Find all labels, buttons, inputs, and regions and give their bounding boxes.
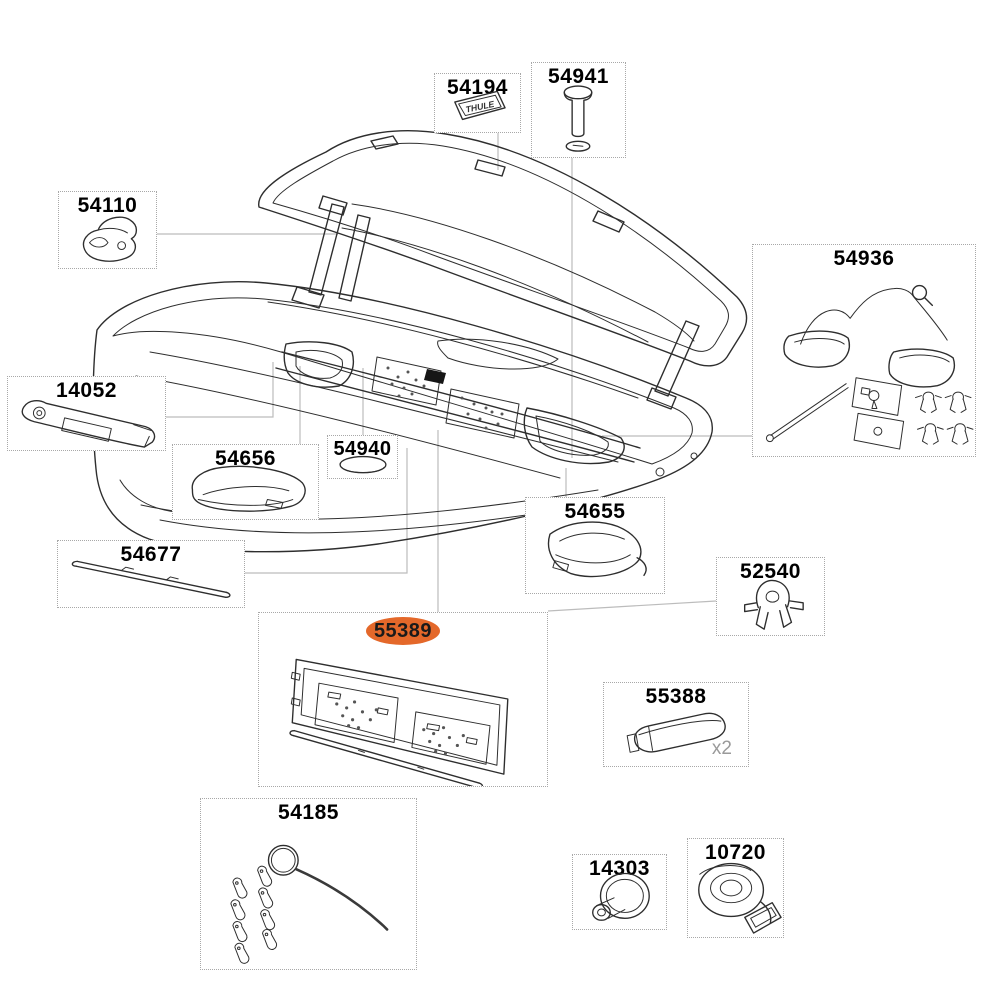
part-54185-drawing: [230, 844, 389, 964]
part-54655-drawing: [547, 521, 647, 578]
part-box-55388[interactable]: 55388 x2: [603, 682, 749, 767]
leader-lines: [157, 131, 752, 612]
part-number-label: 10720: [705, 841, 766, 864]
part-number-label: 54941: [548, 65, 609, 88]
part-box-14303[interactable]: 14303: [572, 854, 667, 930]
part-box-54936[interactable]: 54936: [752, 244, 976, 457]
part-number-label: 54655: [564, 500, 626, 523]
part-number-label: 54940: [333, 438, 392, 460]
part-55388-drawing: [626, 712, 726, 753]
part-number-label-highlighted: 55389: [366, 617, 440, 645]
part-54941-drawing: [563, 85, 593, 152]
part-box-14052[interactable]: 14052: [7, 376, 166, 451]
part-54656-drawing: [191, 465, 306, 512]
part-54940-drawing: [339, 455, 387, 474]
part-10720-drawing: [698, 862, 782, 934]
part-box-54110[interactable]: 54110: [58, 191, 157, 269]
part-box-54656[interactable]: 54656: [172, 444, 319, 520]
quantity-label: x2: [711, 738, 732, 759]
part-box-52540[interactable]: 52540: [716, 557, 825, 636]
part-box-54940[interactable]: 54940: [327, 435, 398, 479]
part-number-label: 14052: [56, 379, 117, 402]
clip-icons: [915, 391, 974, 445]
part-box-54677[interactable]: 54677: [57, 540, 245, 608]
part-number-label: 54185: [278, 801, 339, 824]
part-number-label: 55388: [645, 685, 707, 708]
part-number-label: 54656: [215, 447, 276, 470]
part-55389-drawing: [289, 658, 509, 786]
part-14052-drawing: [21, 400, 156, 448]
part-54936-drawing: [765, 284, 974, 450]
bracket-holes: [386, 366, 504, 430]
clamp-icons: [230, 865, 278, 964]
part-number-label: 14303: [589, 857, 650, 880]
part-number-label: 54677: [120, 543, 182, 566]
part-box-54194[interactable]: 54194 THULE: [434, 73, 521, 133]
part-52540-drawing: [743, 579, 804, 630]
part-box-55389[interactable]: 55389: [258, 612, 548, 787]
part-box-54941[interactable]: 54941: [531, 62, 626, 158]
part-number-label: 54110: [77, 194, 138, 217]
frame-holes: [335, 700, 465, 755]
cargo-box-assembly-drawing: [92, 130, 748, 553]
part-box-10720[interactable]: 10720: [687, 838, 784, 938]
part-14303-drawing: [592, 872, 650, 921]
part-54110-drawing: [82, 216, 138, 262]
part-box-54185[interactable]: 54185: [200, 798, 417, 970]
part-box-54655[interactable]: 54655: [525, 497, 665, 594]
part-54677-drawing: [71, 560, 231, 598]
part-number-label: 54936: [833, 247, 895, 270]
part-number-label: 52540: [740, 560, 801, 583]
part-54194-drawing: THULE: [454, 90, 506, 121]
